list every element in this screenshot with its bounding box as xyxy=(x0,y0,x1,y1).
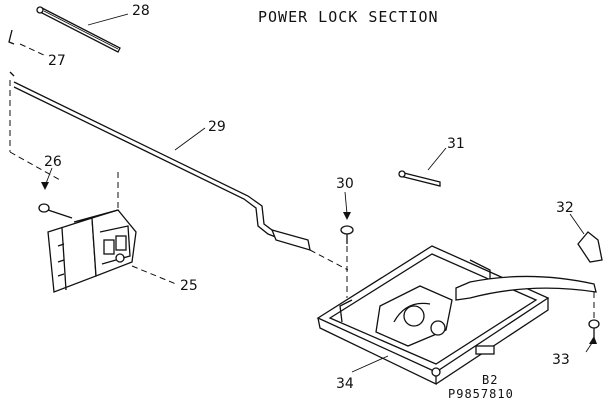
callout-33: 33 xyxy=(552,352,570,368)
part-34-lock-base xyxy=(316,245,550,386)
callout-25: 25 xyxy=(180,278,198,294)
part-31-pin xyxy=(398,170,441,187)
leader-30 xyxy=(344,191,348,215)
part-25-solenoid-assembly xyxy=(47,209,137,293)
diagram-ref: B2 xyxy=(482,373,498,387)
leader-32 xyxy=(569,213,585,235)
arrow-33 xyxy=(589,336,597,344)
part-28-lock-rod xyxy=(36,6,121,53)
diagram-title: POWER LOCK SECTION xyxy=(258,8,439,26)
callout-31: 31 xyxy=(447,136,465,152)
callout-30: 30 xyxy=(336,176,354,192)
part-27-clip xyxy=(8,29,15,77)
part-30-screw xyxy=(340,225,354,244)
callout-29: 29 xyxy=(208,119,226,135)
arrow-26 xyxy=(41,182,49,190)
part-32-lever xyxy=(455,231,603,301)
callout-32: 32 xyxy=(556,200,574,216)
part-33-screw xyxy=(588,319,600,338)
callout-26: 26 xyxy=(44,154,62,170)
callout-34: 34 xyxy=(336,376,354,392)
leader-27 xyxy=(19,43,47,57)
leader-34 xyxy=(351,355,389,373)
leader-25 xyxy=(131,265,177,285)
leader-28 xyxy=(87,13,129,26)
callout-27: 27 xyxy=(48,53,66,69)
callout-28: 28 xyxy=(132,3,150,19)
part-26-screw xyxy=(38,203,73,219)
part-number: P9857810 xyxy=(448,387,514,401)
leader-29 xyxy=(174,127,206,151)
arrow-30 xyxy=(343,212,351,220)
leader-31 xyxy=(427,147,447,171)
alignment-line-rod-base xyxy=(309,249,349,271)
